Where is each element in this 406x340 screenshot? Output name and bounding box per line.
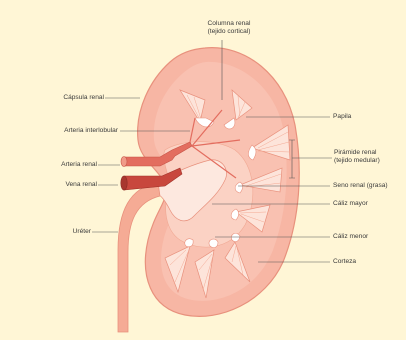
minor-calyx-bottom-left — [185, 239, 193, 247]
minor-calyx-bottom-middle — [209, 239, 218, 248]
label-piramide-renal-2: (tejido medular) — [334, 157, 380, 165]
label-capsula-renal: Cápsula renal — [20, 94, 104, 102]
label-corteza: Corteza — [333, 258, 356, 266]
label-seno-renal: Seno renal (grasa) — [333, 182, 388, 190]
label-caliz-mayor: Cáliz mayor — [333, 200, 368, 208]
label-caliz-menor: Cáliz menor — [333, 233, 368, 241]
label-arteria-interlobular: Arteria interlobular — [4, 127, 118, 135]
label-vena-renal: Vena renal — [20, 181, 97, 189]
label-papila: Papila — [333, 113, 351, 121]
label-columna-renal-2: (tejido cortical) — [194, 28, 264, 36]
renal-artery-end — [121, 157, 127, 167]
renal-vein-end — [121, 176, 127, 190]
label-piramide-renal-1: Pirámide renal — [334, 149, 377, 157]
label-columna-renal-1: Columna renal — [194, 20, 264, 28]
label-arteria-renal: Arteria renal — [20, 161, 97, 169]
label-ureter: Uréter — [20, 228, 91, 236]
